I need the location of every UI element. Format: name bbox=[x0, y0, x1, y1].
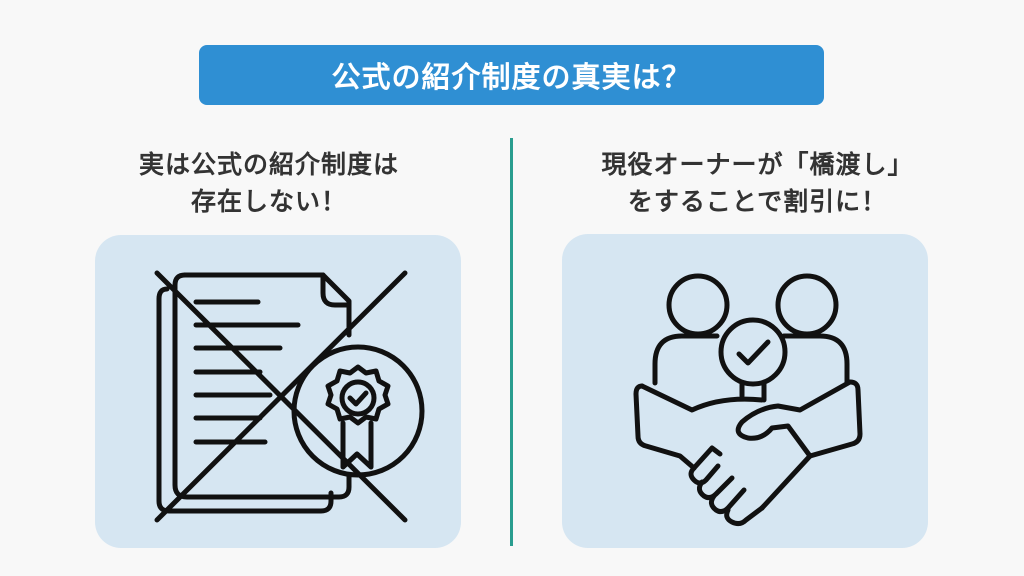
crossed-out-certificate-document-icon bbox=[154, 270, 425, 523]
right-heading: 現役オーナーが「橋渡し」 をすることで割引に！ bbox=[555, 146, 960, 220]
right-heading-line-2: をすることで割引に！ bbox=[627, 187, 888, 216]
left-heading-line-2: 存在しない！ bbox=[190, 187, 347, 216]
left-heading-line-1: 実は公式の紹介制度は bbox=[138, 150, 399, 179]
left-illustration-card bbox=[95, 235, 461, 548]
handshake-people-check-icon bbox=[633, 273, 863, 527]
right-illustration-card bbox=[562, 234, 928, 548]
right-heading-line-1: 現役オーナーが「橋渡し」 bbox=[601, 150, 914, 179]
page-title: 公式の紹介制度の真実は？ bbox=[331, 60, 692, 94]
left-heading: 実は公式の紹介制度は 存在しない！ bbox=[84, 146, 454, 220]
vertical-divider bbox=[510, 138, 513, 546]
title-banner: 公式の紹介制度の真実は？ bbox=[199, 45, 824, 105]
